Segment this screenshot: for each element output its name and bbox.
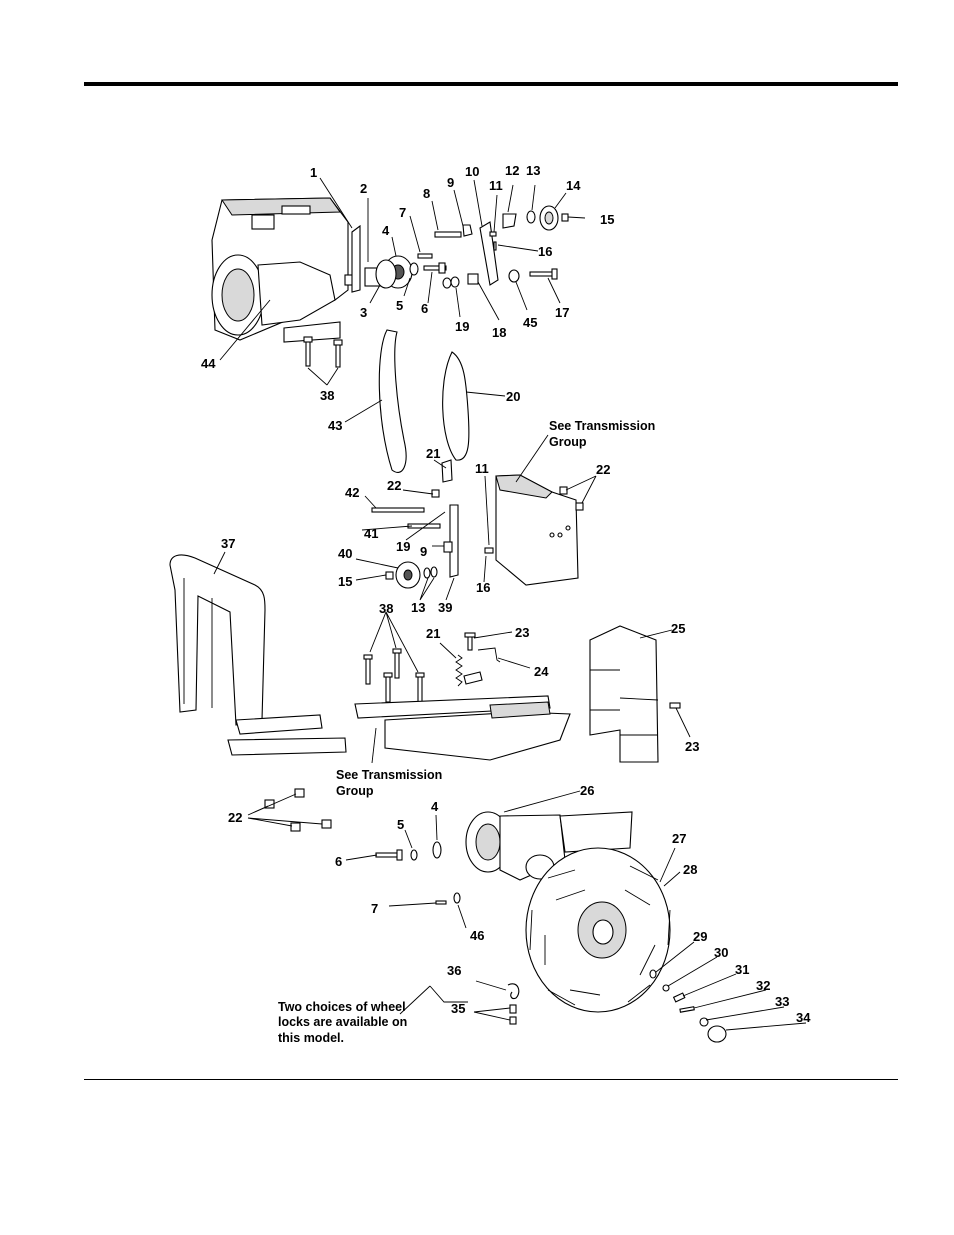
svg-text:Group: Group <box>549 435 587 449</box>
engine-part <box>212 198 355 342</box>
svg-text:Group: Group <box>336 784 374 798</box>
callout-21-mid: 21 <box>426 626 440 641</box>
callout-3: 3 <box>360 305 367 320</box>
callout-16: 16 <box>538 244 552 259</box>
callout-16-mid: 16 <box>476 580 490 595</box>
frame-bolts <box>364 649 424 702</box>
callout-1: 1 <box>310 165 317 180</box>
wheel-locks <box>508 984 519 1024</box>
callout-42: 42 <box>345 485 359 500</box>
svg-text:See Transmission: See Transmission <box>549 419 655 433</box>
note-see-transmission-top: See Transmission Group <box>549 419 655 449</box>
callout-22-mid: 22 <box>596 462 610 477</box>
callout-36: 36 <box>447 963 461 978</box>
callout-9-mid: 9 <box>420 544 427 559</box>
callout-24: 24 <box>534 664 549 679</box>
callout-15-mid: 15 <box>338 574 352 589</box>
callout-32: 32 <box>756 978 770 993</box>
callout-29: 29 <box>693 929 707 944</box>
callout-19: 19 <box>455 319 469 334</box>
hub-hardware <box>650 970 726 1042</box>
callout-37: 37 <box>221 536 235 551</box>
callout-11: 11 <box>489 178 503 193</box>
callout-6-bottom: 6 <box>335 854 342 869</box>
callout-28: 28 <box>683 862 697 877</box>
callout-23-right: 23 <box>685 739 699 754</box>
callout-14: 14 <box>566 178 581 193</box>
bumper-37 <box>170 555 346 755</box>
callout-22-bottom: 22 <box>228 810 242 825</box>
callout-5-bottom: 5 <box>397 817 404 832</box>
callout-22-left: 22 <box>387 478 401 493</box>
shield-25 <box>590 626 680 762</box>
callout-45: 45 <box>523 315 537 330</box>
nuts-22 <box>265 789 331 831</box>
callout-15: 15 <box>600 212 614 227</box>
callout-6: 6 <box>421 301 428 316</box>
callout-7: 7 <box>399 205 406 220</box>
callout-23-top: 23 <box>515 625 529 640</box>
nut-22-top <box>560 487 567 494</box>
callout-44: 44 <box>201 356 216 371</box>
callout-27: 27 <box>672 831 686 846</box>
callout-4: 4 <box>382 223 390 238</box>
callout-9: 9 <box>447 175 454 190</box>
engine-mount-bolts <box>304 337 342 367</box>
callout-20: 20 <box>506 389 520 404</box>
svg-text:this model.: this model. <box>278 1031 344 1045</box>
callout-21-top: 21 <box>426 446 440 461</box>
callout-46: 46 <box>470 928 484 943</box>
callout-7-bottom: 7 <box>371 901 378 916</box>
callout-33: 33 <box>775 994 789 1009</box>
callout-4-bottom: 4 <box>431 799 439 814</box>
callout-41: 41 <box>364 526 378 541</box>
callout-5: 5 <box>396 298 403 313</box>
note-wheel-locks: Two choices of wheel locks are available… <box>278 1000 407 1045</box>
callout-31: 31 <box>735 962 749 977</box>
callout-34: 34 <box>796 1010 811 1025</box>
callout-30: 30 <box>714 945 728 960</box>
svg-text:Two choices of wheel: Two choices of wheel <box>278 1000 406 1014</box>
callout-8: 8 <box>423 186 430 201</box>
drive-belt-43 <box>379 330 406 472</box>
callout-38-top: 38 <box>320 388 334 403</box>
drive-belt-20 <box>443 352 469 460</box>
frame-rails <box>355 696 570 760</box>
lower-hardware <box>376 842 460 904</box>
callout-35: 35 <box>451 1001 465 1016</box>
callout-10: 10 <box>465 164 479 179</box>
callout-2: 2 <box>360 181 367 196</box>
upper-drive-hardware <box>352 206 568 292</box>
callout-40: 40 <box>338 546 352 561</box>
callout-43: 43 <box>328 418 342 433</box>
callout-39: 39 <box>438 600 452 615</box>
callout-25: 25 <box>671 621 685 636</box>
callout-13-mid: 13 <box>411 600 425 615</box>
callout-38-mid: 38 <box>379 601 393 616</box>
callout-19-mid: 19 <box>396 539 410 554</box>
nut-22-side <box>576 503 583 510</box>
note-see-transmission-bottom: See Transmission Group <box>336 768 442 798</box>
svg-text:See Transmission: See Transmission <box>336 768 442 782</box>
callout-26: 26 <box>580 783 594 798</box>
wheel-27 <box>526 848 670 1012</box>
svg-text:locks are available on: locks are available on <box>278 1015 407 1029</box>
callout-17: 17 <box>555 305 569 320</box>
callout-11-mid: 11 <box>475 461 489 476</box>
callout-12: 12 <box>505 163 519 178</box>
spring-and-rod <box>456 633 500 686</box>
callout-18: 18 <box>492 325 506 340</box>
callout-13: 13 <box>526 163 540 178</box>
